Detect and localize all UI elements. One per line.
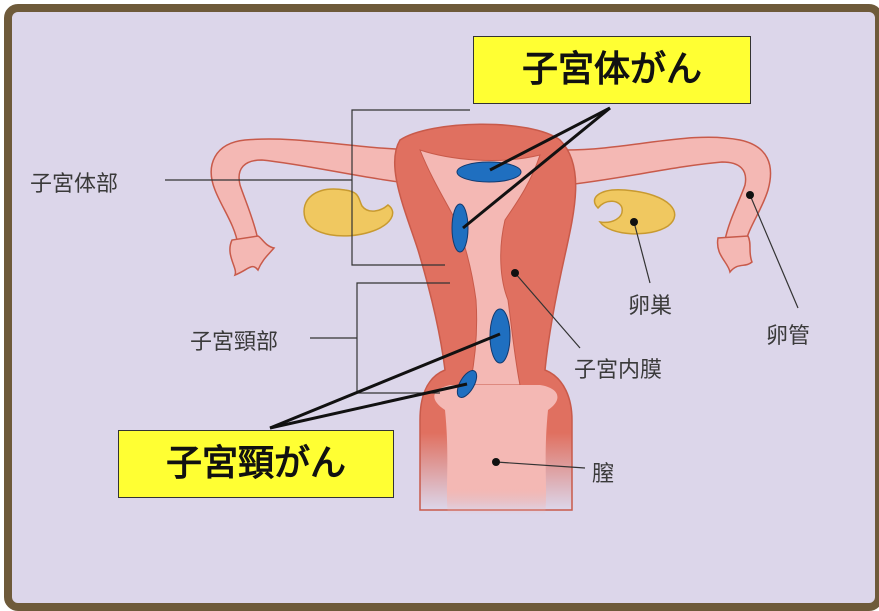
label-uterine-body: 子宮体部 (30, 166, 118, 198)
endometrial-tumor-fundus (457, 162, 521, 182)
right-fallopian-tube (565, 137, 771, 245)
right-ovary (594, 190, 674, 234)
endometrium-dot (511, 269, 519, 277)
right-fimbriae (718, 236, 752, 272)
vagina-dot (492, 458, 500, 466)
callout-endometrial-cancer: 子宮体がん (473, 36, 751, 104)
vaginal-canal (434, 385, 557, 515)
label-ovary: 卵巣 (628, 288, 672, 320)
tube-dot (746, 191, 754, 199)
label-vagina: 膣 (592, 456, 614, 488)
endometrial-tumor-wall (452, 204, 468, 252)
label-fallopian-tube: 卵管 (766, 318, 810, 350)
left-fimbriae (230, 236, 274, 275)
ovary-dot (630, 218, 638, 226)
callout-cervical-cancer: 子宮頸がん (118, 430, 394, 498)
label-endometrium: 子宮内膜 (574, 352, 662, 384)
tube-leader (750, 195, 798, 308)
left-ovary (304, 189, 393, 236)
label-cervix: 子宮頸部 (190, 324, 278, 356)
